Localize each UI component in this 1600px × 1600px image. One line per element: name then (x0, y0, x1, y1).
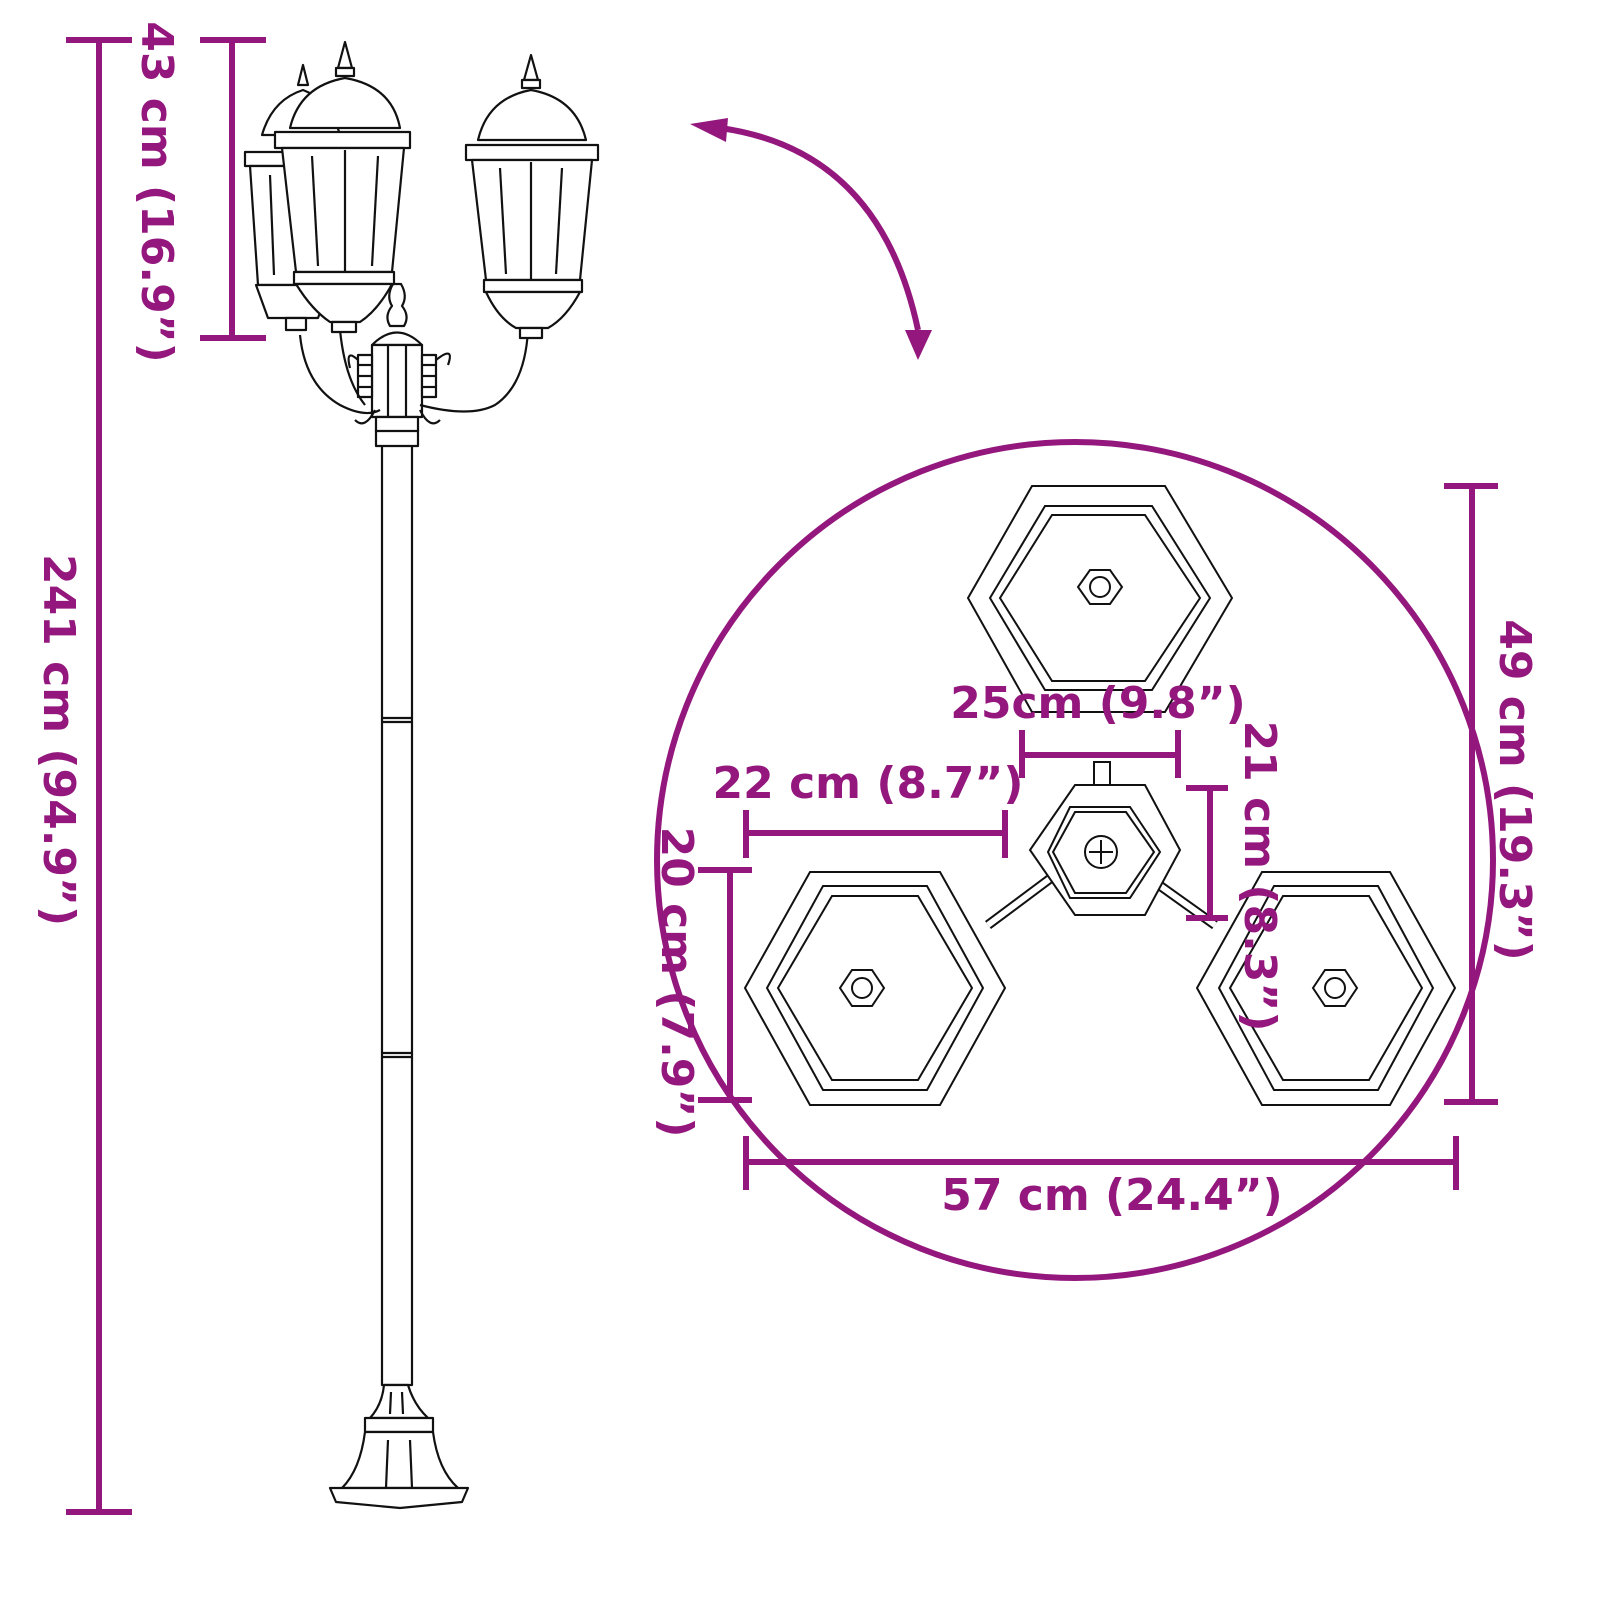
scroll-arms (298, 329, 530, 425)
top-view-lamp-top (966, 485, 1234, 713)
lamp-post-top-view (743, 485, 1457, 1106)
curved-double-arrow-icon (690, 118, 932, 360)
lamp-head-height-dimension (200, 37, 266, 341)
overall-width-label: 57 cm (24.4”) (941, 1170, 1283, 1221)
lamp-depth-label: 20 cm (7.9”) (651, 827, 702, 1138)
top-view-lamp-left (743, 871, 1007, 1106)
total-height-label: 241 cm (94.9”) (33, 554, 84, 926)
overall-depth-label: 49 cm (19.3”) (1489, 619, 1540, 961)
overall-depth-dimension (1444, 483, 1498, 1105)
top-view-lamp-right (1195, 871, 1457, 1106)
lamp-head-height-label: 43 cm (16.9”) (131, 21, 182, 363)
lamp-width-dimension (743, 810, 1008, 858)
pole (380, 443, 414, 1387)
lamp-width-label: 22 cm (8.7”) (713, 758, 1024, 809)
post-base (328, 1383, 470, 1510)
top-view-center-hub (1028, 784, 1182, 916)
lamp-spacing-label: 25cm (9.8”) (950, 678, 1246, 729)
center-housing (356, 282, 438, 433)
lamp-post-side-view (243, 40, 600, 1510)
total-height-dimension (66, 37, 132, 1515)
lantern-right (464, 53, 600, 340)
arm-offset-label: 21 cm (8.3”) (1234, 721, 1285, 1032)
rotation-circle (654, 439, 1496, 1281)
lamp-spacing-dimension (1019, 730, 1181, 778)
arm-offset-dimension (1186, 785, 1228, 921)
lantern-front-left (273, 40, 412, 334)
overall-width-dimension (743, 1136, 1459, 1190)
lamp-depth-dimension (698, 867, 752, 1103)
